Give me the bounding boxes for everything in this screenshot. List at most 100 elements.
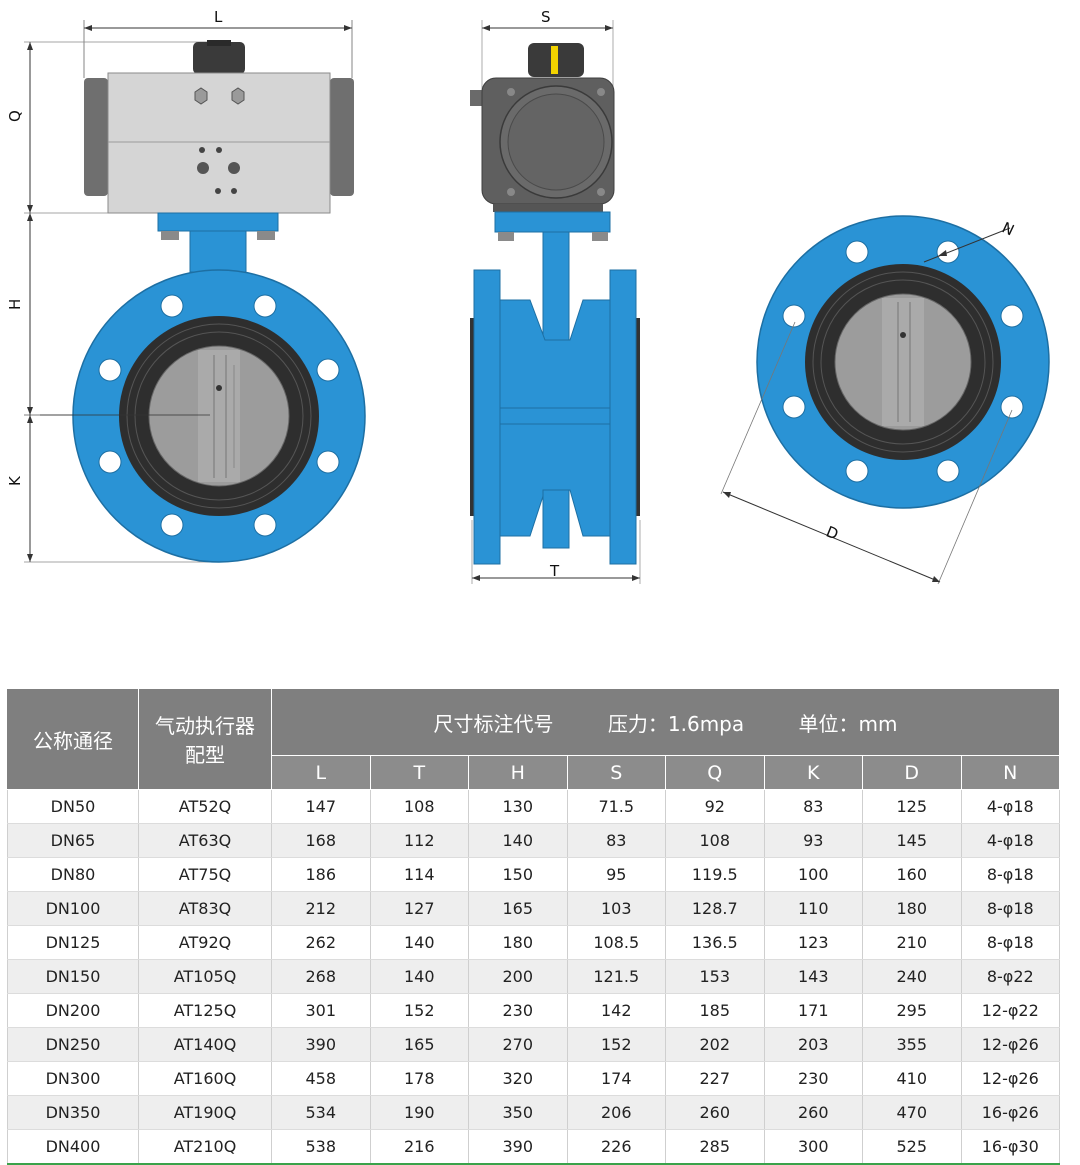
table-cell: 83 [567,823,666,858]
table-cell: AT105Q [138,959,272,994]
column-header-K: K [763,755,863,790]
table-cell: 185 [665,993,765,1028]
table-cell: 178 [370,1061,469,1096]
table-cell: 168 [271,823,371,858]
table-cell: 147 [271,789,371,824]
table-cell: AT83Q [138,891,272,926]
table-cell: 180 [862,891,962,926]
table-cell: 142 [567,993,666,1028]
table-cell: 230 [468,993,568,1028]
table-cell: 216 [370,1129,469,1165]
dim-label-L: L [214,8,223,26]
table-cell: 8-φ22 [961,959,1060,994]
flange-face-view: N D [720,215,1050,585]
table-cell: AT52Q [138,789,272,824]
table-cell: 143 [764,959,863,994]
table-cell: 171 [764,993,863,1028]
table-cell: DN100 [7,891,139,926]
side-view: S T [470,8,641,584]
table-cell: 119.5 [665,857,765,892]
table-cell: 8-φ18 [961,857,1060,892]
header-pressure: 压力：1.6mpa [607,711,745,736]
table-cell: 295 [862,993,962,1028]
table-cell: 16-φ30 [961,1129,1060,1165]
table-cell: 260 [764,1095,863,1130]
table-cell: 108 [665,823,765,858]
table-cell: AT92Q [138,925,272,960]
table-cell: 140 [370,959,469,994]
table-cell: AT140Q [138,1027,272,1062]
table-cell: DN125 [7,925,139,960]
table-cell: 128.7 [665,891,765,926]
table-cell: 174 [567,1061,666,1096]
column-header-D: D [862,755,962,790]
table-cell: 260 [665,1095,765,1130]
table-cell: 100 [764,857,863,892]
table-cell: 270 [468,1027,568,1062]
table-cell: 152 [567,1027,666,1062]
table-cell: 300 [764,1129,863,1165]
table-cell: 110 [764,891,863,926]
table-cell: 108 [370,789,469,824]
table-cell: 206 [567,1095,666,1130]
table-cell: DN250 [7,1027,139,1062]
table-cell: DN50 [7,789,139,824]
table-cell: 140 [370,925,469,960]
table-cell: 226 [567,1129,666,1165]
table-cell: 114 [370,857,469,892]
table-cell: 130 [468,789,568,824]
table-cell: AT160Q [138,1061,272,1096]
header-actuator: 气动执行器 配型 [138,688,272,790]
table-cell: 12-φ22 [961,993,1060,1028]
table-cell: 538 [271,1129,371,1165]
table-cell: DN150 [7,959,139,994]
dim-label-Q: Q [6,110,24,122]
table-cell: 410 [862,1061,962,1096]
table-cell: 136.5 [665,925,765,960]
table-cell: 145 [862,823,962,858]
dim-label-S: S [541,8,551,26]
table-cell: 12-φ26 [961,1061,1060,1096]
table-cell: DN400 [7,1129,139,1165]
table-cell: AT125Q [138,993,272,1028]
table-cell: 355 [862,1027,962,1062]
header-unit: 单位：mm [798,711,898,736]
table-cell: 4-φ18 [961,789,1060,824]
header-actuator-line1: 气动执行器 [155,714,255,738]
column-header-L: L [271,755,371,790]
table-cell: 190 [370,1095,469,1130]
table-cell: AT210Q [138,1129,272,1165]
table-cell: 140 [468,823,568,858]
table-cell: 123 [764,925,863,960]
table-cell: DN65 [7,823,139,858]
table-cell: 240 [862,959,962,994]
table-cell: 186 [271,857,371,892]
table-cell: 262 [271,925,371,960]
table-cell: 268 [271,959,371,994]
table-cell: 320 [468,1061,568,1096]
table-cell: 95 [567,857,666,892]
table-cell: 200 [468,959,568,994]
table-cell: 121.5 [567,959,666,994]
header-codes: 尺寸标注代号 [433,711,554,736]
header-nominal: 公称通径 [7,688,139,790]
column-header-Q: Q [665,755,765,790]
table-cell: 202 [665,1027,765,1062]
table-cell: 165 [370,1027,469,1062]
table-cell: 212 [271,891,371,926]
table-cell: 112 [370,823,469,858]
front-view: L Q H K [6,8,366,563]
table-cell: 390 [271,1027,371,1062]
header-actuator-line2: 配型 [185,743,225,767]
table-cell: 153 [665,959,765,994]
table-cell: 108.5 [567,925,666,960]
